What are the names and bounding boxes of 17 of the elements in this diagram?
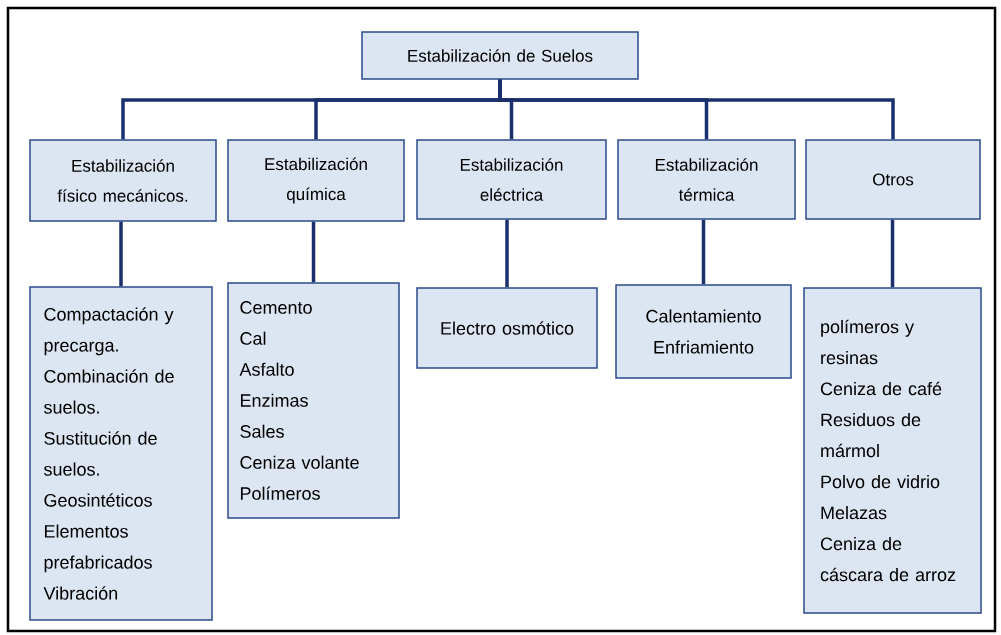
category-box: Estabilización térmica — [617, 139, 796, 220]
connector — [311, 221, 316, 283]
category-box: Estabilización eléctrica — [416, 139, 607, 220]
category-box: Estabilización físico mecánicos. — [29, 139, 217, 222]
list-box: polímeros y resinas Ceniza de café Residuos de mármol Polvo de vidrio Melazas Ceniza de cáscara de arroz — [803, 287, 982, 614]
connector — [119, 221, 123, 287]
category-box: Estabilización química — [227, 139, 405, 222]
list-box: Cemento Cal Asfalto Enzimas Sales Ceniza volante Polímeros — [227, 282, 400, 519]
connector — [701, 219, 706, 285]
connector — [505, 219, 509, 288]
connector — [498, 79, 895, 140]
root-box: Estabilización de Suelos — [361, 31, 639, 80]
connector — [890, 219, 895, 288]
category-box: Otros — [805, 139, 981, 220]
list-box: Electro osmótico — [416, 287, 598, 369]
list-box: Calentamiento Enfriamiento — [615, 284, 792, 379]
list-box: Compactación y precarga. Combinación de suelos. Sustitución de suelos. Geosintéticos Elementos prefabricados Vibración — [29, 286, 213, 621]
